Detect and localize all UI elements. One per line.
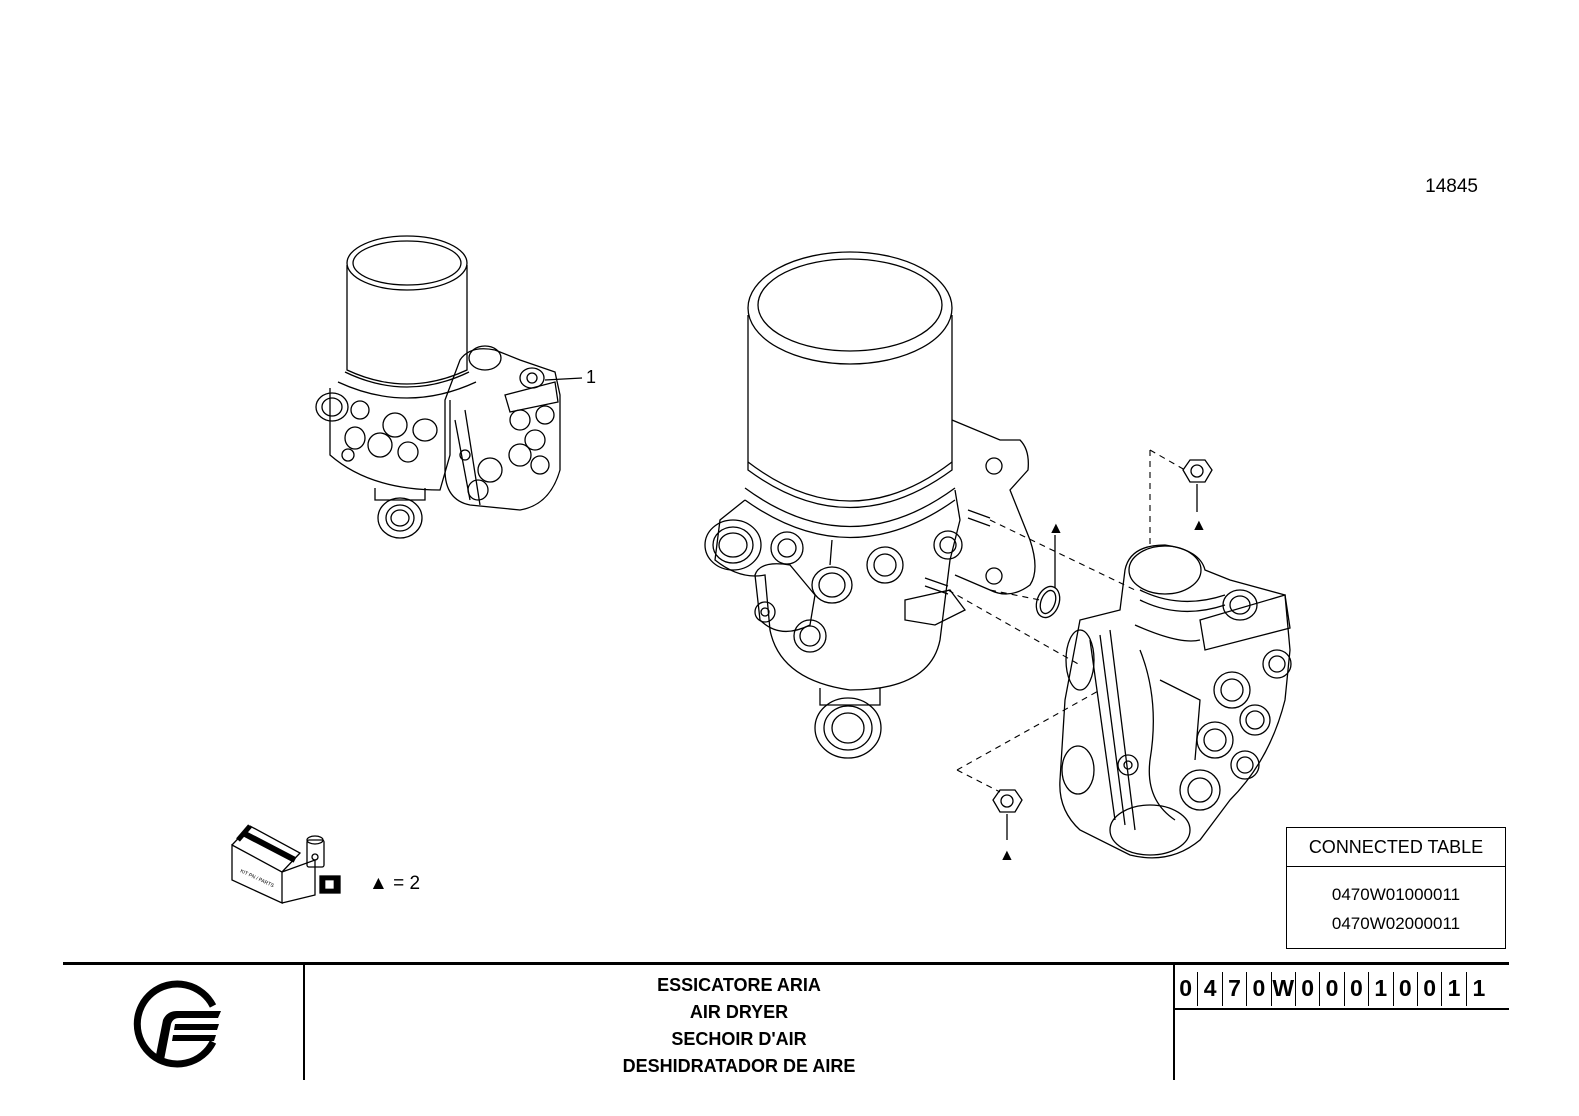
connected-table-row[interactable]: 0470W02000011: [1331, 914, 1461, 933]
connected-table: CONNECTED TABLE 0470W01000011 0470W02000…: [1286, 827, 1506, 949]
callout-number: 1: [586, 367, 597, 387]
code-char: 0: [1394, 972, 1418, 1006]
code-char: 1: [1369, 972, 1394, 1006]
part-title: ESSICATORE ARIA AIR DRYER SECHOIR D'AIR …: [305, 972, 1173, 1080]
connected-table-header: CONNECTED TABLE: [1287, 828, 1505, 867]
title-block-divider: [303, 962, 305, 1080]
title-spanish: DESHIDRATADOR DE AIRE: [622, 1056, 856, 1076]
title-english: AIR DRYER: [689, 1002, 789, 1022]
table-code: 0 4 7 0 W 0 0 0 1 0 0 1 1: [1174, 972, 1491, 1006]
triangle-marker-upper-nut: ▲: [1191, 517, 1207, 534]
assembled-air-dryer-illustration: [315, 235, 583, 539]
code-char: 7: [1223, 972, 1248, 1006]
code-char: 0: [1174, 972, 1199, 1006]
title-block-divider: [1173, 1008, 1509, 1010]
assembly-leader-lines: [947, 449, 1186, 793]
connected-table-row[interactable]: 0470W01000011: [1331, 885, 1461, 904]
code-char: 1: [1442, 972, 1467, 1006]
title-block-divider: [63, 962, 1509, 965]
title-italian: ESSICATORE ARIA: [657, 975, 821, 995]
title-block-divider: [1173, 962, 1175, 1080]
protection-valve-illustration: [1059, 544, 1292, 859]
code-char: 4: [1198, 972, 1223, 1006]
code-char: 0: [1296, 972, 1321, 1006]
title-french: SECHOIR D'AIR: [671, 1029, 807, 1049]
brand-logo: [133, 980, 221, 1068]
triangle-marker-o-ring: ▲: [1048, 520, 1064, 537]
code-char: 0: [1418, 972, 1443, 1006]
kit-box-icon: [231, 824, 341, 905]
triangle-marker-lower-nut: ▲: [999, 847, 1015, 864]
upper-nut-illustration: [1182, 459, 1213, 512]
lower-nut-illustration: [992, 789, 1023, 840]
drawing-number: 14845: [1425, 176, 1478, 197]
code-char: 0: [1345, 972, 1370, 1006]
code-char: 0: [1320, 972, 1345, 1006]
code-char: 1: [1472, 975, 1486, 1001]
legend-quantity: ▲ = 2: [369, 873, 421, 894]
code-char: W: [1272, 972, 1296, 1006]
code-char: 0: [1247, 972, 1272, 1006]
triangle-markers: ▲ ▲ ▲: [999, 517, 1207, 864]
air-dryer-cartridge-illustration: [744, 251, 956, 539]
air-dryer-body-illustration: [704, 419, 1036, 759]
title-block: ESSICATORE ARIA AIR DRYER SECHOIR D'AIR …: [63, 962, 1509, 1082]
o-ring-illustration: [1035, 535, 1061, 619]
